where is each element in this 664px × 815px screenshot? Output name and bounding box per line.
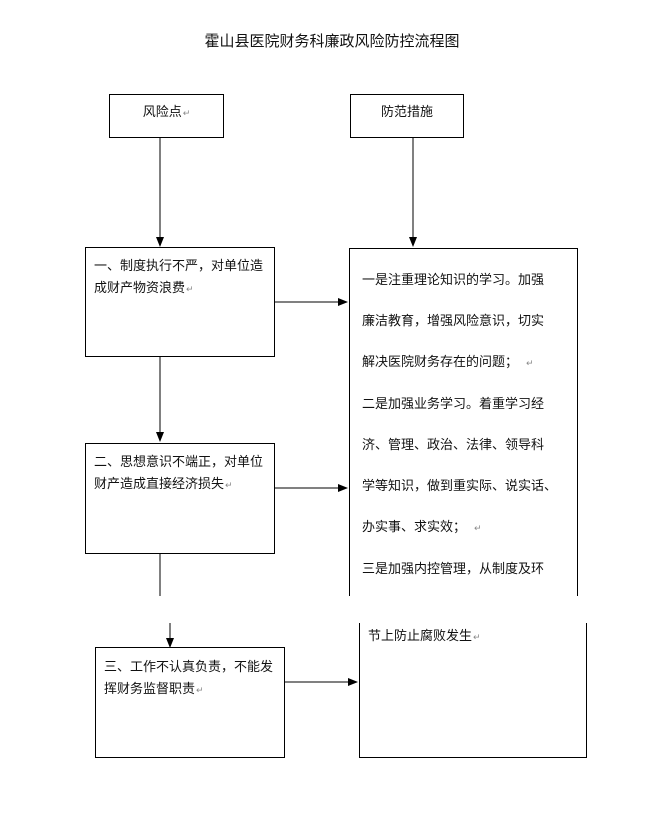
measure-line: 解决医院财务存在的问题；↵ [362,355,534,370]
risk-header-box: 风险点↵ [109,94,224,138]
risk-header-label: 风险点 [142,105,182,120]
measures-box-continued: 节上防止腐败发生↵ [359,623,587,758]
risk-text-1: 一、制度执行不严，对单位造成财产物资浪费 [94,259,264,296]
paragraph-mark-icon: ↵ [225,481,233,491]
paragraph-mark-icon: ↵ [196,686,204,696]
page-title: 霍山县医院财务科廉政风险防控流程图 [204,32,460,50]
measures-continuation-text: 节上防止腐败发生 [368,629,473,644]
paragraph-mark-icon: ↵ [473,633,481,643]
measures-header-label: 防范措施 [380,105,433,120]
measure-line: 二是加强业务学习。着重学习经 [362,397,545,412]
risk-box-3: 三、工作不认真负责，不能发挥财务监督职责↵ [95,647,285,758]
risk-text-3: 三、工作不认真负责，不能发挥财务监督职责 [104,660,274,697]
paragraph-mark-icon: ↵ [186,285,194,295]
measure-line: 廉洁教育，增强风险意识，切实 [362,314,545,329]
measures-box: 一是注重理论知识的学习。加强 廉洁教育，增强风险意识，切实 解决医院财务存在的问… [349,248,578,596]
measure-line: 一是注重理论知识的学习。加强 [362,273,545,288]
paragraph-mark-icon: ↵ [182,109,191,119]
risk-box-2: 二、思想意识不端正，对单位财产造成直接经济损失↵ [85,443,275,554]
risk-text-2: 二、思想意识不端正，对单位财产造成直接经济损失 [94,455,264,492]
paragraph-mark-icon: ↵ [526,359,534,369]
measure-line: 济、管理、政治、法律、领导科 [362,438,545,453]
measure-line: 三是加强内控管理，从制度及环 [362,562,545,577]
paragraph-mark-icon: ↵ [474,524,482,534]
measure-line: 学等知识，做到重实际、说实话、 [362,479,558,494]
risk-box-1: 一、制度执行不严，对单位造成财产物资浪费↵ [85,247,275,357]
measures-header-box: 防范措施 [350,94,464,138]
measure-line: 办实事、求实效；↵ [362,520,482,535]
